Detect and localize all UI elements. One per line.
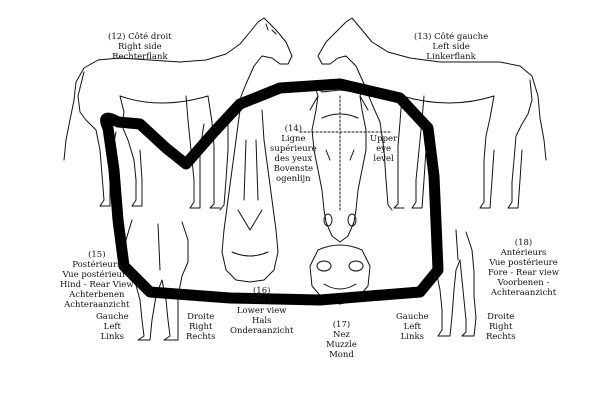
label-neck-en1: Neck [250, 296, 273, 306]
label-right-side-nl: Rechterflank [112, 52, 168, 62]
label-right-side-fr: (12) Côté droit [108, 32, 172, 42]
label-fore-left-nl: Links [400, 332, 424, 342]
label-fore-nl2: Achteraanzicht [490, 288, 557, 298]
label-muzzle-number: (17) [332, 320, 351, 330]
label-hind-en: Hind - Rear View [60, 280, 134, 290]
label-fore-rear-view: (18) Antérieurs Vue postérieure Fore - R… [488, 238, 559, 298]
label-fore-fr1: Antérieurs [500, 248, 547, 258]
label-fore-right-en: Right [489, 322, 513, 332]
label-hind-left-en: Left [103, 322, 121, 332]
label-right-side: (12) Côté droit Right side Rechterflank [108, 32, 172, 62]
label-upper-eye-fr2: supérieure [270, 144, 317, 154]
label-fore-en: Fore - Rear view [488, 268, 560, 278]
label-fore-fr2: Vue postérieure [489, 258, 558, 268]
label-fore-left-en: Left [403, 322, 421, 332]
label-upper-eye-line: (14) Ligne supérieure des yeux Bovenste … [270, 124, 317, 184]
label-upper-eye-level: Upper eye level [370, 134, 397, 164]
label-hind-right-en: Right [189, 322, 213, 332]
label-neck-lower-view: (16) Neck Lower view Hals Onderaanzicht [230, 286, 293, 336]
horse-neck-lower-outline [221, 109, 279, 283]
horse-left-side-outline [317, 17, 547, 211]
label-hind-number: (15) [88, 250, 106, 260]
label-neck-number: (16) [252, 286, 271, 296]
label-muzzle: (17) Nez Muzzle Mond [326, 320, 357, 360]
label-neck-nl1: Hals [251, 316, 272, 326]
label-left-side-nl: Linkerflank [426, 52, 476, 62]
label-upper-eye-fr1: Ligne [281, 134, 306, 144]
label-muzzle-nl: Mond [329, 350, 354, 360]
label-upper-eye-number: (14) [284, 124, 303, 134]
label-hind-left-nl: Links [100, 332, 124, 342]
label-left-side-fr: (13) Côté gauche [414, 32, 489, 42]
label-right-side-en: Right side [117, 42, 162, 52]
label-muzzle-fr: Nez [332, 330, 350, 340]
label-fore-left-fr: Gauche [396, 312, 429, 322]
label-fore-right-nl: Rechts [486, 332, 516, 342]
label-hind-rear-view: (15) Postérieurs Vue postérieure Hind - … [60, 250, 134, 310]
label-hind-left: Gauche Left Links [96, 312, 129, 342]
label-muzzle-en: Muzzle [326, 340, 357, 350]
label-hind-fr2: Vue postérieure [62, 270, 132, 280]
label-fore-right: Droite Right Rechts [486, 312, 515, 342]
label-fore-nl1: Voorbenen - [497, 278, 550, 288]
label-upper-eye-fr3: des yeux [274, 154, 313, 164]
annotation-marker-loop [100, 78, 444, 306]
label-upper-eye-en2: eye [376, 144, 391, 154]
label-upper-eye-en1: Upper [370, 134, 398, 144]
label-left-side: (13) Côté gauche Left side Linkerflank [414, 32, 488, 62]
label-neck-en2: Lower view [236, 306, 287, 316]
label-hind-right-fr: Droite [187, 312, 215, 322]
label-hind-left-fr: Gauche [96, 312, 129, 322]
label-neck-nl2: Onderaanzicht [230, 326, 294, 336]
label-upper-eye-nl1: Bovenste [273, 164, 314, 174]
label-fore-right-fr: Droite [487, 312, 515, 322]
label-upper-eye-nl2: ogenlijn [276, 174, 311, 184]
label-hind-right: Droite Right Rechts [186, 312, 215, 342]
label-hind-nl2: Achteraanzicht [64, 300, 130, 310]
label-upper-eye-en3: level [373, 154, 394, 164]
label-hind-fr1: Postérieurs [72, 260, 122, 270]
horse-fore-rear-outline [435, 225, 477, 337]
label-fore-number: (18) [514, 238, 533, 248]
label-fore-left: Gauche Left Links [396, 312, 429, 342]
label-hind-nl1: Achterbenen [69, 290, 125, 300]
label-hind-right-nl: Rechts [186, 332, 216, 342]
label-left-side-en: Left side [432, 42, 470, 52]
